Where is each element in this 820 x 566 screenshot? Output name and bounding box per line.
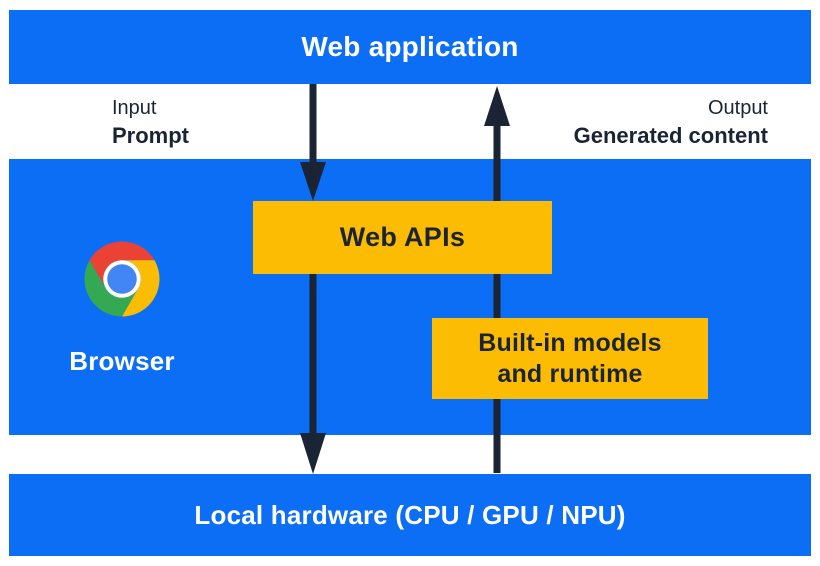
- output-label-group: Output Generated content: [574, 96, 768, 149]
- browser-label: Browser: [69, 346, 175, 376]
- output-caption: Output: [707, 97, 768, 119]
- arrow-head: [300, 433, 326, 474]
- chrome-logo-icon: [84, 241, 160, 317]
- chrome-logo-blue-center: [107, 264, 137, 294]
- input-caption: Input: [112, 97, 157, 119]
- chrome-logo-green-segment: [84, 260, 139, 317]
- input-label-group: Input Prompt: [112, 96, 189, 149]
- chrome-logo-red-segment: [89, 241, 155, 289]
- local-hardware-label: Local hardware (CPU / GPU / NPU): [194, 499, 626, 530]
- builtin-models-label-line2: and runtime: [497, 359, 643, 388]
- builtin-models-box: Built-in models and runtime: [432, 318, 708, 399]
- local-hardware-layer: Local hardware (CPU / GPU / NPU): [9, 474, 811, 556]
- chrome-logo-yellow-segment: [122, 260, 160, 317]
- browser-group: Browser: [34, 234, 210, 377]
- output-value: Generated content: [573, 123, 768, 148]
- builtin-models-label-line1: Built-in models: [478, 328, 662, 357]
- web-apis-box: Web APIs: [253, 201, 552, 274]
- arrow-line: [309, 84, 317, 168]
- web-apis-label: Web APIs: [339, 222, 466, 252]
- web-application-label: Web application: [301, 31, 519, 62]
- arrow-head: [484, 86, 510, 126]
- input-value: Prompt: [112, 123, 189, 148]
- web-application-layer: Web application: [9, 10, 811, 84]
